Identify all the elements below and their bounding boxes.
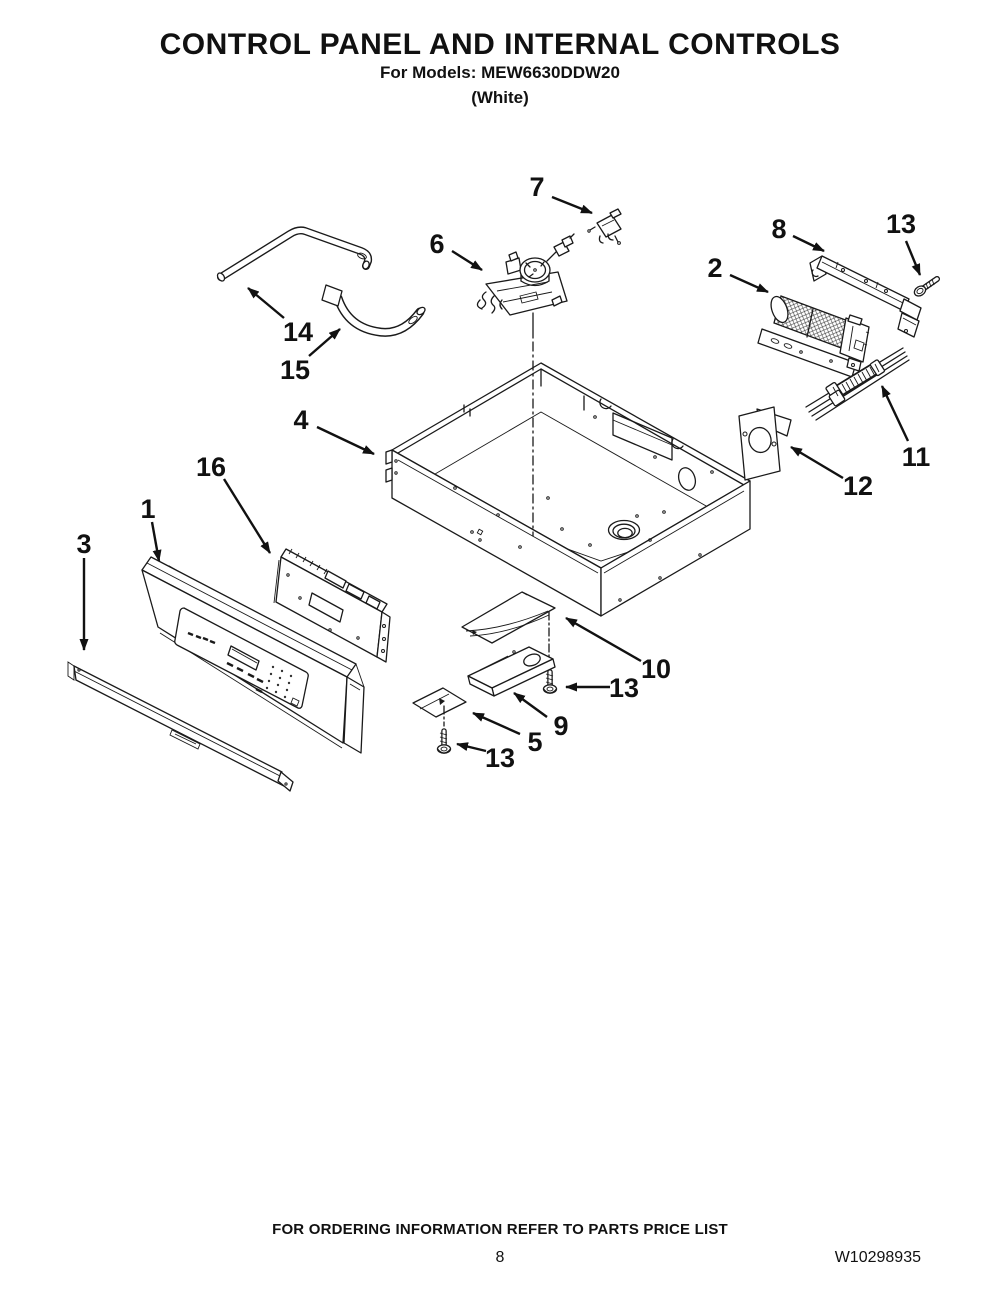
callout-arrow-13-3 [904,240,922,276]
part-13-screw-top [913,276,940,297]
callout-label-3-10: 3 [76,529,91,559]
callout-arrow-7-0 [551,195,593,215]
callout-label-1-9: 1 [140,494,155,524]
callout-arrow-10-13 [565,616,642,663]
callout-arrow-16-8 [222,478,272,554]
callout-label-12-12: 12 [843,471,873,501]
callout-label-6-1: 6 [429,229,444,259]
callout-label-13-3: 13 [886,209,916,239]
callout-label-5-16: 5 [527,727,542,757]
page-number: 8 [495,1249,505,1266]
part-9-latch-bracket [467,646,556,697]
callout-label-8-2: 8 [771,214,786,244]
part-12-hole-plate [738,406,792,481]
part-14-tube [216,226,373,282]
ordering-note: FOR ORDERING INFORMATION REFER TO PARTS … [272,1221,728,1238]
finish-line: (White) [471,88,529,107]
part-8-mounting-bracket [809,255,922,338]
page-title: CONTROL PANEL AND INTERNAL CONTROLS [159,28,841,61]
callout-arrow-13-17 [456,742,487,753]
callout-arrow-15-6 [308,328,341,357]
callout-label-13-14: 13 [609,673,639,703]
callout-arrow-4-7 [316,425,375,456]
callout-label-2-4: 2 [707,253,722,283]
callout-label-4-7: 4 [293,405,308,435]
part-7-switch [587,208,622,245]
callout-label-9-15: 9 [553,711,568,741]
part-13-screw-bottom [436,705,452,754]
callout-arrow-11-11 [880,385,910,442]
part-2-blower-fan [757,295,870,378]
callout-arrow-12-12 [790,445,844,480]
document-number: W10298935 [834,1249,921,1266]
callout-label-15-6: 15 [280,355,310,385]
callout-arrow-8-2 [792,234,825,253]
callout-label-11-11: 11 [902,442,931,472]
models-line: For Models: MEW6630DDW20 [380,63,620,82]
part-11-wire-conduit [805,347,910,421]
callout-label-16-8: 16 [196,452,226,482]
callout-label-10-13: 10 [641,654,671,684]
callout-label-13-17: 13 [485,743,515,773]
part-1-control-panel [141,556,365,754]
callout-label-7-0: 7 [529,172,544,202]
part-5-small-plate [412,687,467,718]
callout-arrow-9-15 [513,692,548,718]
callout-arrow-6-1 [451,249,483,272]
part-13-screw-middle [542,669,558,694]
callout-arrow-5-16 [472,711,521,736]
part-16-control-board [273,548,391,663]
callout-arrow-14-5 [247,287,285,319]
callout-arrow-2-4 [729,273,769,294]
callout-label-14-5: 14 [283,317,313,347]
part-4-chassis-box [385,362,751,617]
callout-arrow-1-9 [150,521,162,562]
part-3-trim-strip [67,661,294,792]
part-15-hose [321,284,426,337]
part-6-latch-assembly [476,233,575,537]
